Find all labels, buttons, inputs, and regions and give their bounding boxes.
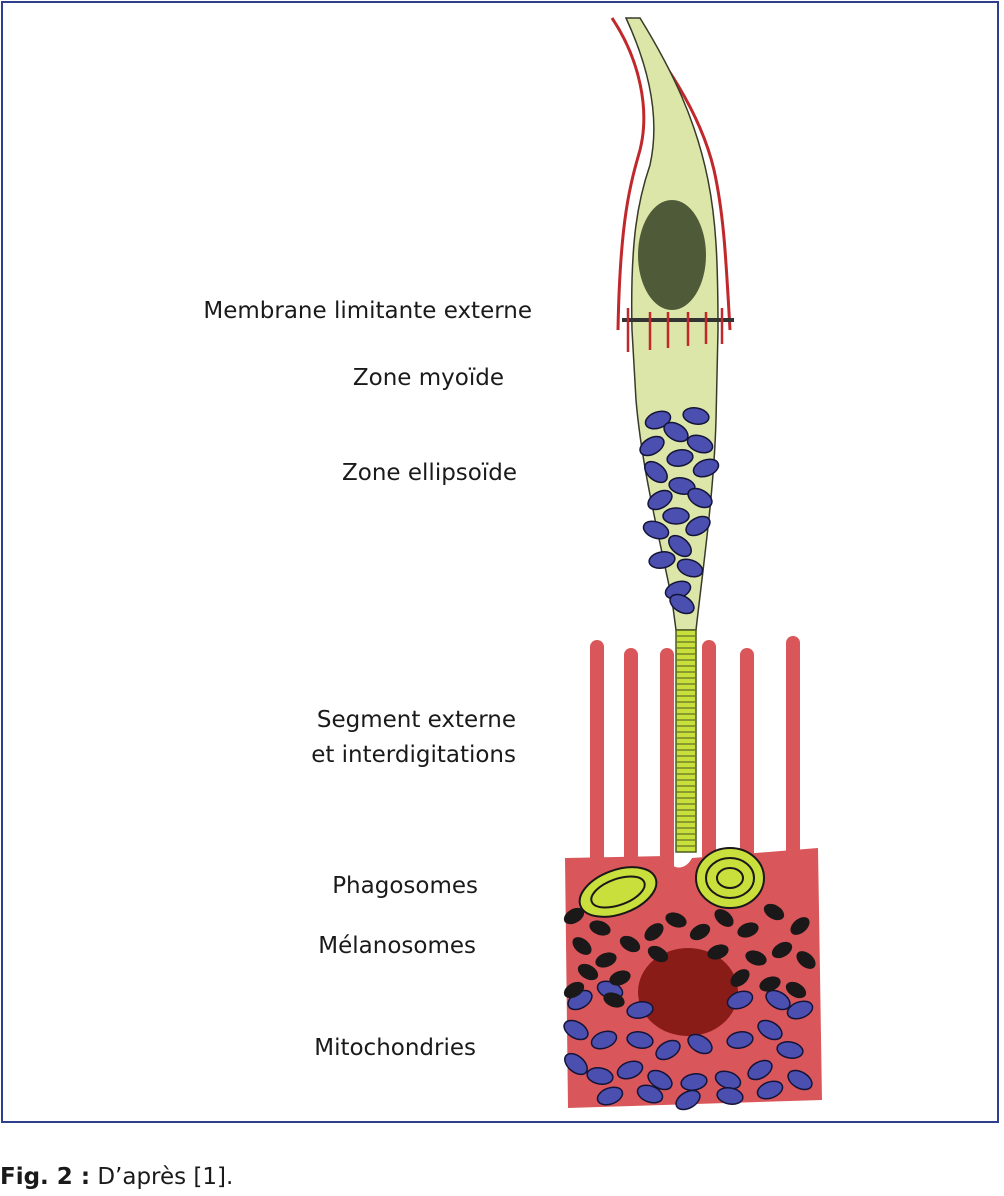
melanosome bbox=[589, 920, 611, 936]
label-segment-externe: Segment externe bbox=[316, 707, 516, 733]
mitochondrion bbox=[647, 489, 673, 511]
mitochondrion bbox=[655, 1039, 681, 1061]
mitochondrion bbox=[685, 515, 711, 537]
mitochondrion bbox=[680, 1073, 708, 1091]
label-zone-ellipsoide: Zone ellipsoïde bbox=[342, 460, 517, 486]
mitochondrion bbox=[686, 434, 714, 454]
outer-segment-stack bbox=[675, 629, 697, 853]
figure-frame bbox=[1, 1, 999, 1123]
mitochondrion bbox=[676, 558, 704, 578]
mitochondrion bbox=[590, 1030, 618, 1050]
melanosome bbox=[737, 922, 759, 938]
mitochondrion bbox=[786, 1000, 814, 1020]
melanosome bbox=[619, 935, 641, 953]
melanosome bbox=[763, 903, 785, 921]
mitochondrion bbox=[776, 1041, 804, 1059]
figure-caption: Fig. 2 : D’après [1]. bbox=[0, 1164, 233, 1190]
mitochondrion bbox=[636, 1084, 664, 1104]
melanosome bbox=[572, 937, 592, 955]
mitochondrion bbox=[716, 1087, 744, 1105]
melanosome bbox=[689, 923, 711, 941]
melanosome bbox=[603, 992, 625, 1008]
microvillus bbox=[702, 640, 716, 870]
label-phagosomes: Phagosomes bbox=[332, 873, 478, 899]
melanosome bbox=[790, 917, 810, 935]
label-interdigitations: et interdigitations bbox=[311, 742, 516, 768]
mitochondrion bbox=[564, 1052, 588, 1076]
mitochondrion bbox=[675, 1089, 701, 1111]
mitochondrion bbox=[642, 520, 670, 540]
mitochondrion bbox=[616, 1060, 644, 1080]
microvillus bbox=[590, 640, 604, 870]
caption-text: D’après [1]. bbox=[90, 1164, 234, 1190]
mitochondrion bbox=[668, 534, 692, 558]
mitochondrion bbox=[726, 1031, 754, 1049]
mitochondrion bbox=[726, 990, 754, 1010]
rpe-nucleus bbox=[638, 948, 738, 1036]
mitochondrion bbox=[644, 460, 668, 484]
melanosome bbox=[563, 907, 585, 925]
melanosomes-group bbox=[563, 903, 816, 1008]
melanosome bbox=[759, 976, 781, 992]
mitochondrion bbox=[687, 1033, 713, 1055]
melanosome bbox=[714, 909, 734, 927]
melanosome bbox=[745, 950, 767, 966]
melanosome bbox=[707, 944, 729, 960]
mitochondrion bbox=[669, 593, 695, 615]
microvillus bbox=[740, 648, 754, 878]
melanosome bbox=[609, 970, 631, 986]
mitochondrion bbox=[662, 507, 690, 525]
melanosome bbox=[595, 952, 617, 968]
melanosome bbox=[577, 963, 599, 981]
microvillus bbox=[786, 636, 800, 866]
external-limiting-membrane bbox=[622, 308, 734, 352]
melanosome bbox=[771, 941, 793, 959]
mitochondrion bbox=[663, 421, 689, 443]
mitochondrion bbox=[639, 435, 665, 457]
mitochondrion bbox=[787, 1069, 813, 1091]
mitochondrion bbox=[586, 1067, 614, 1085]
melanosome bbox=[563, 981, 585, 999]
melanosome bbox=[644, 923, 664, 941]
label-melanosomes: Mélanosomes bbox=[318, 933, 476, 959]
label-mitochondries: Mitochondries bbox=[314, 1035, 476, 1061]
melanosome bbox=[647, 945, 669, 963]
mitochondrion bbox=[648, 551, 676, 569]
mitochondrion bbox=[563, 1019, 589, 1041]
mitochondrion bbox=[756, 1080, 784, 1100]
caption-prefix: Fig. 2 : bbox=[0, 1164, 91, 1190]
melanosome bbox=[665, 912, 687, 928]
mitochondrion bbox=[687, 487, 713, 509]
mitochondrion bbox=[765, 989, 791, 1011]
mitochondrion bbox=[596, 1086, 624, 1106]
phagosomes bbox=[578, 847, 765, 918]
melanosome bbox=[730, 969, 750, 987]
mitochondrion bbox=[757, 1019, 783, 1041]
melanosome bbox=[796, 951, 816, 969]
mitochondrion bbox=[692, 458, 720, 478]
mitochondrion bbox=[644, 410, 672, 430]
mitochondrion bbox=[666, 449, 694, 467]
mitochondrion bbox=[647, 1069, 673, 1091]
mitochondrion bbox=[626, 1031, 654, 1049]
microvillus bbox=[660, 648, 674, 878]
mitochondrion bbox=[626, 1001, 654, 1019]
mitochondrion bbox=[682, 407, 710, 425]
cell-nucleus bbox=[638, 200, 706, 310]
melanosome bbox=[785, 981, 807, 999]
mitochondrion bbox=[747, 1059, 773, 1081]
label-membrane-limitante: Membrane limitante externe bbox=[203, 298, 532, 324]
microvillus bbox=[624, 648, 638, 878]
label-zone-myoide: Zone myoïde bbox=[352, 365, 504, 391]
